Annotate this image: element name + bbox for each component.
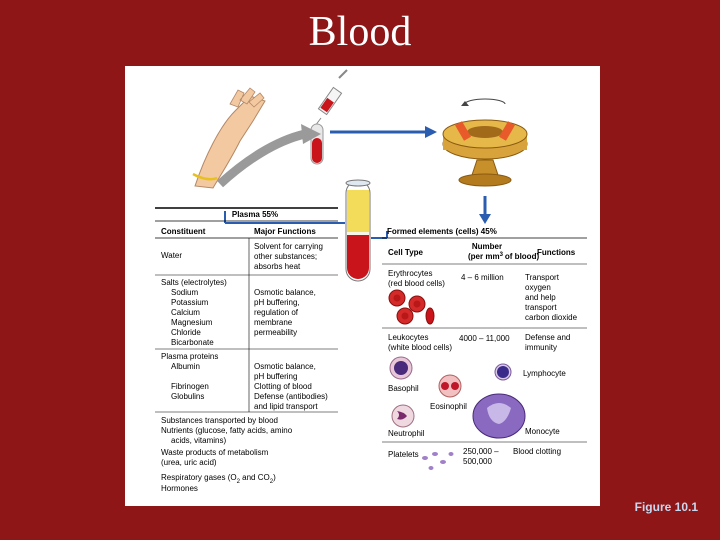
eosinophil-image [438,374,462,398]
constituent-plasma-proteins: Plasma proteins [161,352,218,361]
function-water-1: Solvent for carrying [254,242,323,251]
function-water-2: other substances; [254,252,317,261]
leukocytes-name-1: Leukocytes [388,333,428,342]
blood-arrow-down [479,196,491,224]
erythrocytes-name-2: (red blood cells) [388,279,445,288]
erythrocytes-function-4: transport [525,303,557,312]
function-proteins-3: Clotting of blood [254,382,312,391]
function-proteins-4: Defense (antibodies) [254,392,328,401]
plasma-col-constituent: Constituent [161,227,206,236]
platelets-image [422,452,454,470]
erythrocytes-function-5: carbon dioxide [525,313,578,322]
function-salts-5: permeability [254,328,297,337]
plasma-col-functions: Major Functions [254,227,316,236]
leukocytes-function-2: immunity [525,343,557,352]
constituent-bicarbonate: Bicarbonate [171,338,214,347]
transported-heading: Substances transported by blood [161,416,278,425]
transfer-arrows [216,124,437,188]
formed-col-number-1: Number [472,242,502,251]
lymphocyte-image [494,363,512,381]
function-proteins-1: Osmotic balance, [254,362,316,371]
eosinophil-label: Eosinophil [430,402,467,411]
plasma-table: Plasma 55% Constituent Major Functions W… [155,207,338,493]
plasma-header: Plasma 55% [232,210,278,219]
centrifuge-icon [442,98,528,187]
formed-elements-table: Formed elements (cells) 45% Cell Type Nu… [382,227,587,470]
erythrocytes-function-1: Transport [525,273,560,282]
platelets-name: Platelets [388,450,419,459]
constituent-albumin: Albumin [171,362,200,371]
monocyte-label: Monocyte [525,427,560,436]
transported-waste-2: (urea, uric acid) [161,458,217,467]
platelets-number-1: 250,000 – [463,447,499,456]
formed-col-cell-type: Cell Type [388,248,424,257]
red-blood-cells-image [388,289,435,325]
erythrocytes-function-3: and help [525,293,556,302]
constituent-calcium: Calcium [171,308,200,317]
constituent-water: Water [161,251,182,260]
constituent-magnesium: Magnesium [171,318,213,327]
formed-col-functions: Functions [537,248,576,257]
transported-waste-1: Waste products of metabolism [161,448,269,457]
syringe-icon [314,69,348,127]
function-proteins-2: pH buffering [254,372,297,381]
formed-header: Formed elements (cells) 45% [387,227,497,236]
arm-illustration [192,87,266,189]
leukocytes-function-1: Defense and [525,333,570,342]
leukocytes-number: 4000 – 11,000 [459,334,510,343]
constituent-salts: Salts (electrolytes) [161,278,227,287]
constituent-potassium: Potassium [171,298,209,307]
erythrocytes-number: 4 – 6 million [461,273,504,282]
blood-composition-diagram: Plasma 55% Constituent Major Functions W… [155,69,587,493]
transported-respiratory-gases: Respiratory gases (O2 and CO2) [161,473,276,485]
transported-hormones: Hormones [161,484,198,493]
function-salts-4: membrane [254,318,293,327]
function-salts-2: pH buffering, [254,298,300,307]
erythrocytes-name-1: Erythrocytes [388,269,432,278]
formed-elements-pointer-arrow [371,231,388,239]
neutrophil-label: Neutrophil [388,429,425,438]
constituent-fibrinogen: Fibrinogen [171,382,209,391]
figure-panel: Plasma 55% Constituent Major Functions W… [125,66,600,506]
basophil-image [389,356,413,380]
function-water-3: absorbs heat [254,262,301,271]
constituent-globulins: Globulins [171,392,204,401]
function-salts-3: regulation of [254,308,299,317]
basophil-label: Basophil [388,384,419,393]
figure-caption: Figure 10.1 [634,500,698,514]
separated-blood-tube [345,179,371,282]
erythrocytes-function-2: oxygen [525,283,551,292]
platelets-function: Blood clotting [513,447,561,456]
neutrophil-image [391,404,415,428]
constituent-chloride: Chloride [171,328,201,337]
lymphocyte-label: Lymphocyte [523,369,566,378]
leukocytes-name-2: (white blood cells) [388,343,452,352]
monocyte-image [472,393,526,439]
function-salts-1: Osmotic balance, [254,288,316,297]
platelets-number-2: 500,000 [463,457,492,466]
function-proteins-5: and lipid transport [254,402,318,411]
constituent-sodium: Sodium [171,288,198,297]
transported-nutrients-2: acids, vitamins) [171,436,226,445]
transported-nutrients-1: Nutrients (glucose, fatty acids, amino [161,426,293,435]
slide-title: Blood [308,9,412,55]
